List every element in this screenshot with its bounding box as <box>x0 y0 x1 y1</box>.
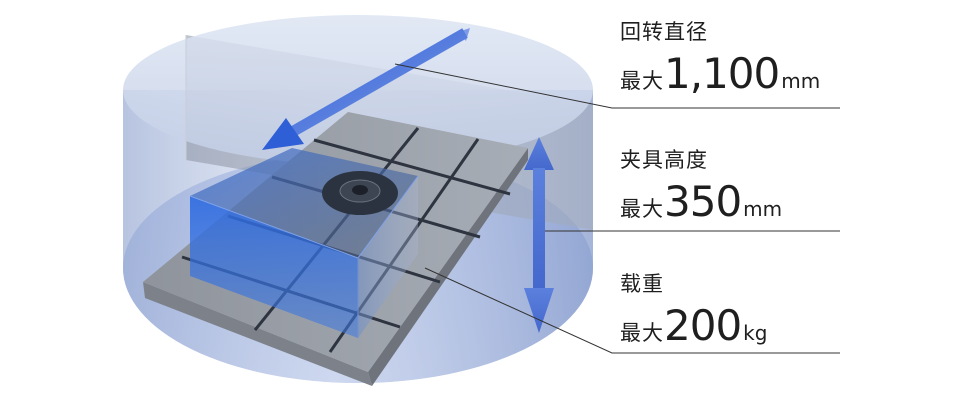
spec-title: 回转直径 <box>620 20 708 44</box>
spec-number: 350 <box>664 177 742 226</box>
spec-prefix: 最大 <box>620 69 664 93</box>
spec-unit: mm <box>743 197 783 221</box>
spec-number: 200 <box>664 301 742 350</box>
spec-prefix: 最大 <box>620 321 664 345</box>
leader-line-load <box>424 267 840 354</box>
spec-unit: mm <box>781 69 821 93</box>
leader-line-diameter <box>394 63 840 109</box>
spec-title: 夹具高度 <box>620 148 708 172</box>
spec-prefix: 最大 <box>620 197 664 221</box>
rotary-chuck <box>322 171 398 215</box>
spec-unit: kg <box>743 321 768 345</box>
spec-title: 载重 <box>620 272 664 296</box>
diameter-arrow <box>262 28 470 150</box>
height-arrow <box>524 137 554 333</box>
table-front <box>368 148 528 386</box>
spec-number: 1,100 <box>664 49 780 98</box>
leader-lines <box>394 63 840 354</box>
table-side <box>143 282 372 386</box>
